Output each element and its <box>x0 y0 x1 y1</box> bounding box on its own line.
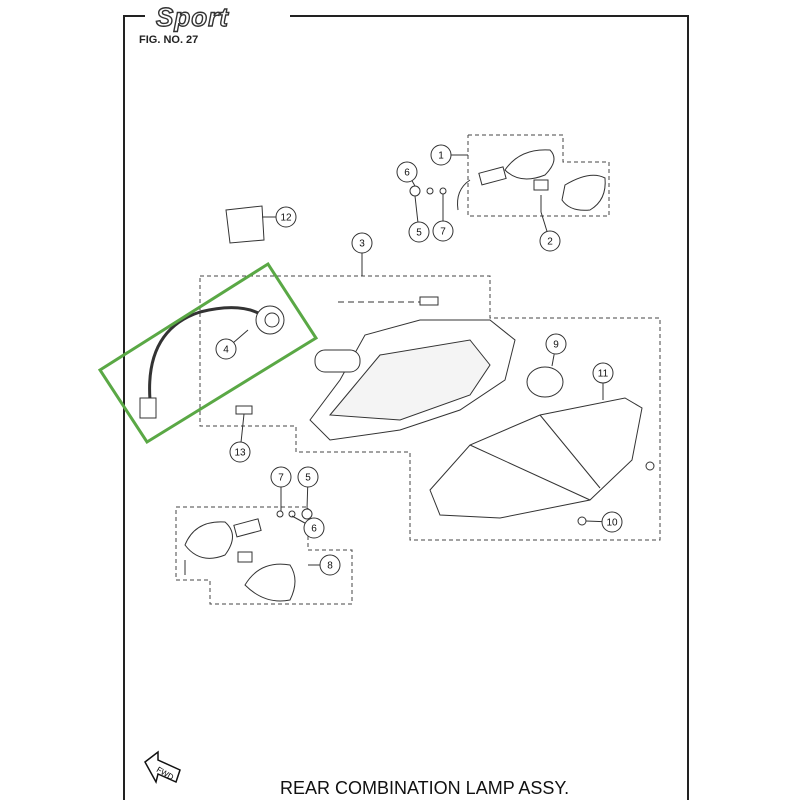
callout-number: 2 <box>547 237 553 248</box>
callout-number: 7 <box>278 473 284 484</box>
callout-circle <box>297 466 319 488</box>
callout-9: 9 <box>545 333 567 367</box>
callout-number: 11 <box>598 369 609 380</box>
turn-signal-upper <box>409 149 606 212</box>
callout-3: 3 <box>351 232 373 276</box>
callout-number: 3 <box>359 239 365 250</box>
diagram-caption: REAR COMBINATION LAMP ASSY. <box>280 778 570 798</box>
part-12-label <box>225 205 265 244</box>
callout-number: 10 <box>606 518 618 529</box>
part-4-socket-harness <box>139 305 285 419</box>
callout-circle <box>275 206 297 228</box>
frame-right <box>290 15 689 800</box>
callout-number: 5 <box>416 228 422 239</box>
callout-7: 7 <box>432 194 454 242</box>
lamp-housing <box>235 296 655 526</box>
callout-4: 4 <box>215 329 249 360</box>
callout-circle <box>430 144 452 166</box>
turn-signal-lower <box>184 508 313 602</box>
callout-5: 5 <box>408 195 430 243</box>
callout-2: 2 <box>539 211 561 252</box>
callout-number: 6 <box>404 168 410 179</box>
callout-circle <box>303 517 325 539</box>
callout-12: 12 <box>262 206 297 228</box>
frame-left <box>123 15 145 800</box>
callout-number: 9 <box>553 340 559 351</box>
fwd-arrow-icon: FWD <box>144 750 181 785</box>
callout-11: 11 <box>592 362 614 400</box>
callout-6: 6 <box>396 161 418 187</box>
callout-circle <box>351 232 373 254</box>
callout-circle <box>319 554 341 576</box>
callout-circle <box>408 221 430 243</box>
highlight-part-4 <box>97 261 319 445</box>
callout-circle <box>229 441 251 463</box>
callout-circle <box>270 466 292 488</box>
callout-number: 5 <box>305 473 311 484</box>
callout-circle <box>592 362 614 384</box>
callout-6: 6 <box>291 515 325 539</box>
callout-number: 8 <box>327 561 333 572</box>
callout-1: 1 <box>430 144 468 166</box>
callout-10: 10 <box>585 511 623 533</box>
figure-number: FIG. NO. 27 <box>139 34 199 46</box>
callout-circle <box>601 511 623 533</box>
callout-circle <box>215 338 237 360</box>
callout-number: 7 <box>440 227 446 238</box>
callout-circle <box>545 333 567 355</box>
callout-7: 7 <box>270 466 292 511</box>
callout-circle <box>396 161 418 183</box>
callout-circle <box>539 230 561 252</box>
callout-number: 13 <box>234 448 246 459</box>
brand-logo: Sport <box>150 1 235 33</box>
callout-number: 4 <box>223 345 229 356</box>
callout-number: 6 <box>311 524 317 535</box>
callout-number: 1 <box>438 151 444 162</box>
group-outlines <box>175 134 661 605</box>
callout-5: 5 <box>297 466 319 510</box>
callout-circle <box>432 220 454 242</box>
callout-13: 13 <box>229 413 251 463</box>
callout-8: 8 <box>308 554 341 576</box>
callout-number: 12 <box>280 213 292 224</box>
